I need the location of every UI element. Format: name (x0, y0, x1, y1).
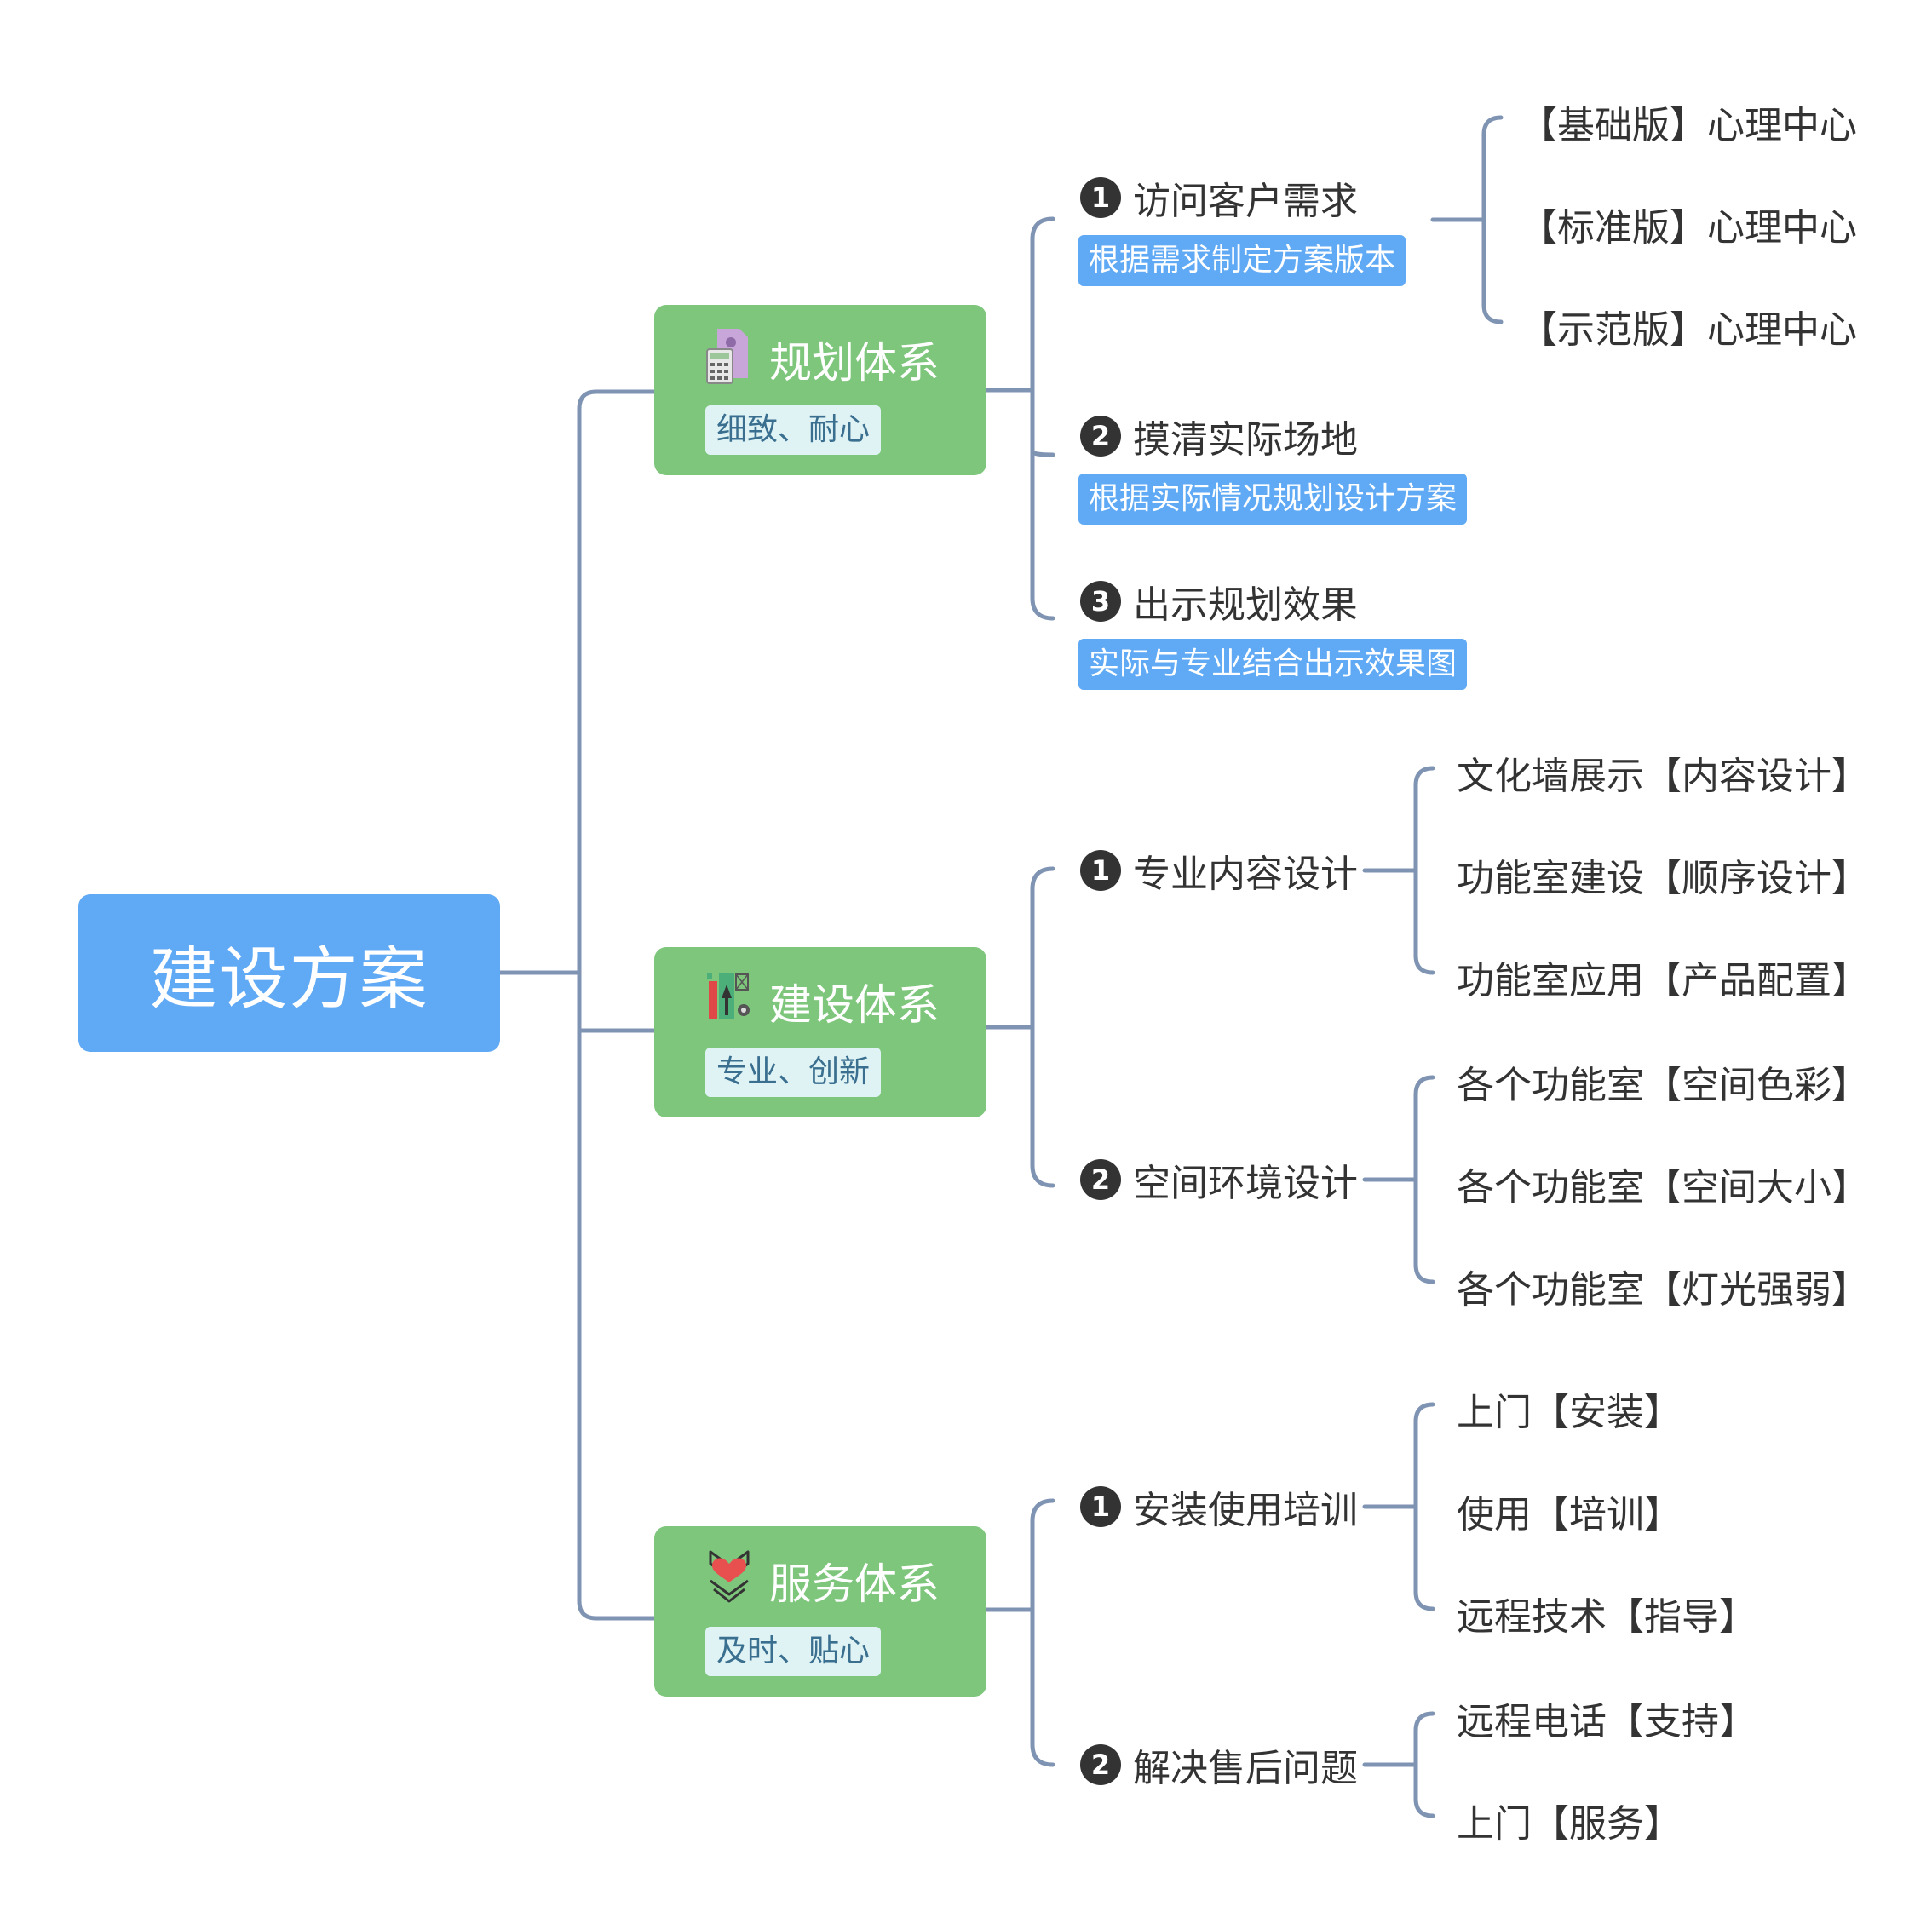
sub-topic-note: 实际与专业结合出示效果图 (1078, 639, 1468, 690)
branch-title: 建设体系 (769, 980, 940, 1030)
sub-topic[interactable]: 2 空间环境设计 (1080, 1154, 1358, 1205)
number-badge: 2 (1080, 1744, 1121, 1785)
number-badge: 1 (1080, 1486, 1121, 1527)
number-badge: 1 (1080, 177, 1121, 218)
sub-topic-label: 空间环境设计 (1133, 1162, 1358, 1205)
root-topic-label: 建设方案 (149, 939, 429, 1019)
branch-planning[interactable]: 规划体系 细致、耐心 (654, 305, 986, 475)
connector-b1-tick2 (1030, 449, 1055, 457)
leaf-topic[interactable]: 远程电话【支持】 (1457, 1700, 1757, 1743)
connector-b3s2-bracket (1413, 1711, 1435, 1818)
number-badge: 1 (1080, 850, 1121, 891)
connector-b2s2-bracket (1413, 1075, 1435, 1284)
sub-topic-note: 根据需求制定方案版本 (1078, 235, 1406, 286)
connector-b1s1-bracket (1481, 115, 1504, 324)
branch-tag: 细致、耐心 (705, 405, 881, 455)
calculator-document-icon (705, 327, 753, 387)
leaf-topic[interactable]: 【示范版】心理中心 (1520, 308, 1857, 352)
sub-topic-label: 安装使用培训 (1133, 1489, 1358, 1532)
branch-tag: 及时、贴心 (705, 1627, 881, 1676)
number-badge: 3 (1080, 581, 1121, 622)
leaf-topic[interactable]: 文化墙展示【内容设计】 (1457, 755, 1869, 798)
branch-service[interactable]: 服务体系 及时、贴心 (654, 1526, 986, 1697)
sub-topic-label: 专业内容设计 (1133, 853, 1358, 896)
sub-topic-label: 摸清实际场地 (1133, 418, 1358, 462)
sub-topic-note: 根据实际情况规划设计方案 (1078, 474, 1468, 525)
design-tools-icon (705, 969, 753, 1029)
leaf-topic[interactable]: 功能室建设【顺序设计】 (1457, 857, 1869, 900)
sub-topic[interactable]: 2 解决售后问题 (1080, 1739, 1358, 1790)
sub-topic[interactable]: 1 专业内容设计 (1080, 845, 1358, 896)
connector-b2-bracket (1030, 866, 1055, 1188)
branch-title: 服务体系 (769, 1559, 940, 1609)
leaf-topic[interactable]: 各个功能室【空间色彩】 (1457, 1064, 1869, 1107)
leaf-topic[interactable]: 上门【安装】 (1457, 1391, 1682, 1434)
leaf-topic[interactable]: 功能室应用【产品配置】 (1457, 959, 1869, 1002)
number-badge: 2 (1080, 416, 1121, 457)
sub-topic[interactable]: 3 出示规划效果 (1080, 576, 1358, 627)
branch-construction[interactable]: 建设体系 专业、创新 (654, 947, 986, 1117)
leaf-topic[interactable]: 【标准版】心理中心 (1520, 206, 1857, 250)
leaf-topic[interactable]: 【基础版】心理中心 (1520, 104, 1857, 147)
connector-root-trunk (577, 389, 599, 1621)
sub-topic[interactable]: 2 摸清实际场地 (1080, 411, 1358, 462)
sub-topic-label: 解决售后问题 (1133, 1747, 1358, 1790)
connector-b3s1-bracket (1413, 1402, 1435, 1611)
number-badge: 2 (1080, 1159, 1121, 1200)
heart-chevron-icon (705, 1548, 753, 1608)
leaf-topic[interactable]: 各个功能室【空间大小】 (1457, 1166, 1869, 1209)
sub-topic-label: 出示规划效果 (1133, 583, 1358, 627)
connector-b2s1-bracket (1413, 766, 1435, 975)
sub-topic[interactable]: 1 安装使用培训 (1080, 1481, 1358, 1532)
leaf-topic[interactable]: 各个功能室【灯光强弱】 (1457, 1268, 1869, 1312)
leaf-topic[interactable]: 使用【培训】 (1457, 1493, 1682, 1536)
connector-b3-bracket (1030, 1498, 1055, 1767)
leaf-topic[interactable]: 远程技术【指导】 (1457, 1595, 1757, 1639)
sub-topic-label: 访问客户需求 (1133, 180, 1358, 223)
leaf-topic[interactable]: 上门【服务】 (1457, 1802, 1682, 1846)
sub-topic[interactable]: 1 访问客户需求 (1080, 172, 1358, 223)
root-topic[interactable]: 建设方案 (78, 894, 500, 1052)
connector-b1-bracket (1030, 216, 1055, 621)
branch-title: 规划体系 (769, 338, 940, 388)
branch-tag: 专业、创新 (705, 1048, 881, 1097)
